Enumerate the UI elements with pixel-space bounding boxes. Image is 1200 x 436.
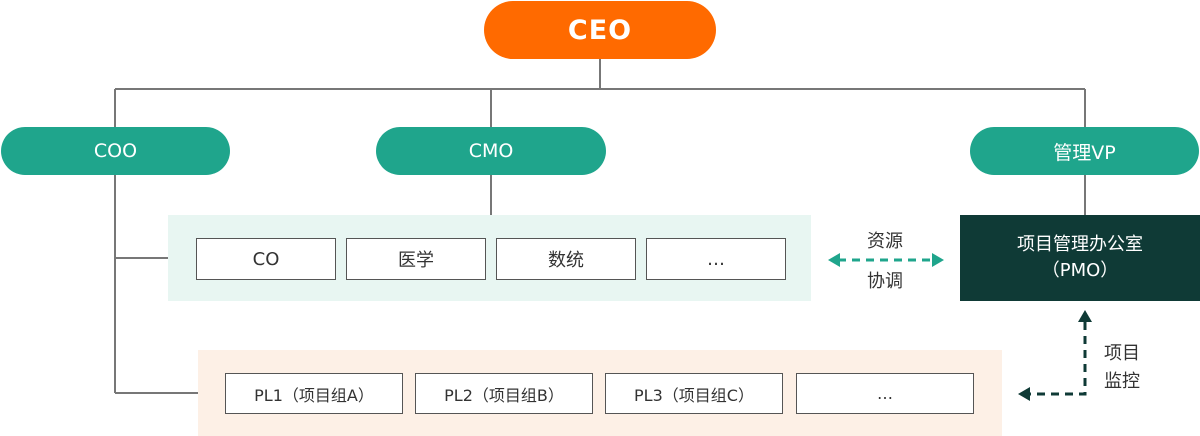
- monitoring-arrow-head-up: [1078, 310, 1092, 322]
- project-group-pl3: PL3（项目组C）: [605, 373, 783, 414]
- department-more: …: [646, 238, 786, 280]
- cmo-node: CMO: [376, 127, 606, 175]
- department-co: CO: [196, 238, 336, 280]
- coo-node: COO: [1, 127, 230, 175]
- pmo-abbreviation: （PMO）: [1041, 260, 1119, 281]
- monitoring-label-line1: 项目: [1104, 343, 1140, 364]
- project-group-more: …: [796, 373, 974, 414]
- coordination-label-line1: 资源: [867, 231, 903, 252]
- coordination-arrow-head-left: [828, 253, 840, 267]
- monitoring-arrow-head-left: [1018, 387, 1030, 401]
- management-vp-node: 管理VP: [970, 127, 1199, 175]
- pmo-title: 项目管理办公室: [1017, 234, 1143, 255]
- project-group-pl2: PL2（项目组B）: [415, 373, 593, 414]
- project-group-pl1: PL1（项目组A）: [225, 373, 403, 414]
- coordination-label-line2: 协调: [867, 271, 903, 292]
- monitoring-label: 项目 监控: [1094, 340, 1150, 396]
- department-medical: 医学: [346, 238, 486, 280]
- pmo-node: 项目管理办公室 （PMO）: [960, 215, 1200, 301]
- coordination-label: 资源 协调: [852, 228, 918, 296]
- monitoring-label-line2: 监控: [1104, 371, 1140, 392]
- monitoring-arrow-line: [1030, 322, 1087, 396]
- department-data-stats: 数统: [496, 238, 636, 280]
- ceo-node: CEO: [484, 1, 716, 59]
- coordination-arrow-head-right: [932, 253, 944, 267]
